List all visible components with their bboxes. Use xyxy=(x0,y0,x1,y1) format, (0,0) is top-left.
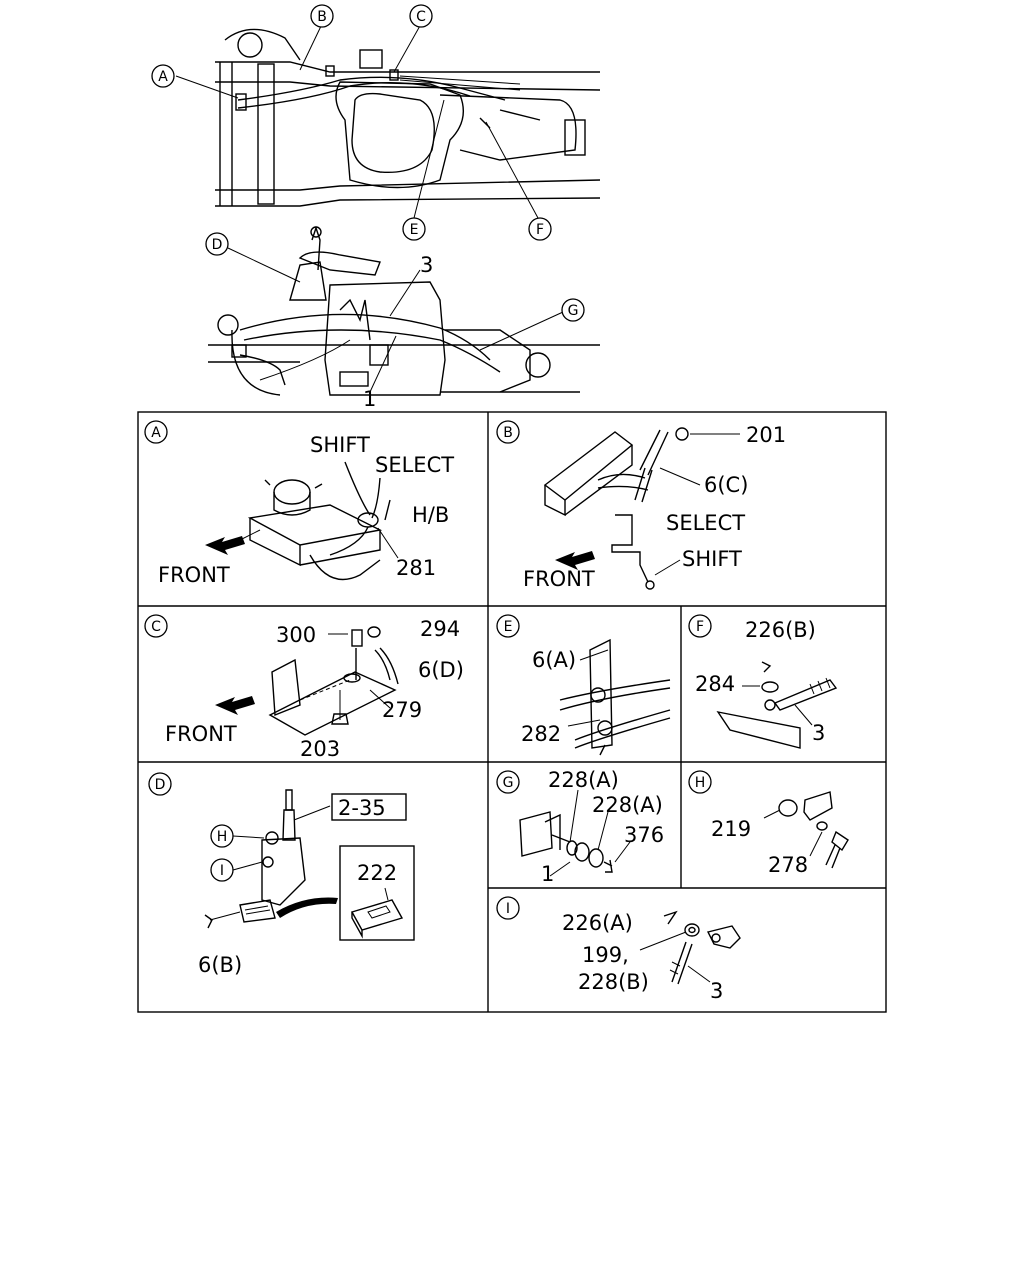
panel-D-part-222: 222 xyxy=(357,861,397,885)
panel-B-select-label: SELECT xyxy=(666,511,745,535)
overview-callout-A: A xyxy=(151,64,175,88)
panel-I-part-226A: 226(A) xyxy=(562,911,633,935)
panel-G-part-228A-2: 228(A) xyxy=(592,793,663,817)
panel-H-part-278: 278 xyxy=(768,853,808,877)
panel-A-shift-label: SHIFT xyxy=(310,433,370,457)
panel-D-callout-H: H xyxy=(217,829,228,845)
panel-F-part-284: 284 xyxy=(695,672,735,696)
panel-G-part-228A-1: 228(A) xyxy=(548,768,619,792)
panel-D-ref-2-35: 2-35 xyxy=(338,796,386,820)
chassis-overview xyxy=(175,23,601,219)
panel-D-part-6B: 6(B) xyxy=(198,953,242,977)
panel-C-part-300: 300 xyxy=(276,623,316,647)
svg-text:B: B xyxy=(317,9,327,25)
panel-C-part-6D: 6(D) xyxy=(418,658,464,682)
panel-I-letter: I xyxy=(506,901,510,917)
panel-F-letter: F xyxy=(696,619,704,635)
panel-B: B 201 6(C) SELECT SHIFT FRONT xyxy=(496,420,786,591)
panel-A-front-label: FRONT xyxy=(158,563,230,587)
panel-G: G 228(A) 228(A) 376 1 xyxy=(496,768,664,886)
panel-E-part-6A: 6(A) xyxy=(532,648,576,672)
panel-C-part-203: 203 xyxy=(300,737,340,761)
overview-callout-C: C xyxy=(409,4,433,28)
panel-A: A SHIFT SELECT H/B FRONT 281 xyxy=(144,420,454,587)
panel-C-part-294: 294 xyxy=(420,617,460,641)
panel-I: I 226(A) 199, 228(B) 3 xyxy=(496,896,741,1003)
panel-A-letter: A xyxy=(151,425,161,441)
panel-E-letter: E xyxy=(504,619,513,635)
svg-text:C: C xyxy=(416,9,426,25)
panel-A-hb-label: H/B xyxy=(412,503,449,527)
panel-E-part-282: 282 xyxy=(521,722,561,746)
panel-F-part-226B: 226(B) xyxy=(745,618,816,642)
panel-A-part-281: 281 xyxy=(396,556,436,580)
panel-D-letter: D xyxy=(155,777,166,793)
panel-D-callout-I: I xyxy=(220,863,224,879)
panel-I-part-199: 199, xyxy=(582,943,629,967)
svg-text:E: E xyxy=(410,222,419,238)
panel-B-letter: B xyxy=(503,425,513,441)
panel-C: C 300 294 6(D) 279 203 FRONT xyxy=(144,614,464,761)
panel-G-part-376: 376 xyxy=(624,823,664,847)
svg-text:F: F xyxy=(536,222,544,238)
overview-label-3: 3 xyxy=(420,253,433,277)
panel-B-part-6C: 6(C) xyxy=(704,473,748,497)
panel-B-front-label: FRONT xyxy=(523,567,595,591)
detail-grid xyxy=(137,411,887,1013)
overview-callout-F: F xyxy=(528,217,552,241)
panel-F-part-3: 3 xyxy=(812,721,825,745)
overview-callout-B: B xyxy=(310,4,334,28)
overview-callout-E: E xyxy=(402,217,426,241)
panel-H-letter: H xyxy=(695,775,706,791)
panel-F: F 226(B) 284 3 xyxy=(688,614,838,749)
overview-label-1: 1 xyxy=(363,387,376,411)
svg-text:G: G xyxy=(568,303,579,319)
panel-E: E 6(A) 282 xyxy=(496,614,671,756)
svg-text:A: A xyxy=(158,69,168,85)
side-view-overview xyxy=(208,225,600,396)
panel-B-shift-label: SHIFT xyxy=(682,547,742,571)
panel-C-part-279: 279 xyxy=(382,698,422,722)
panel-H-part-219: 219 xyxy=(711,817,751,841)
panel-A-select-label: SELECT xyxy=(375,453,454,477)
panel-H: H 219 278 xyxy=(688,770,849,877)
panel-C-letter: C xyxy=(151,619,161,635)
overview-callout-D: D xyxy=(205,232,229,256)
svg-text:D: D xyxy=(212,237,223,253)
panel-C-front-label: FRONT xyxy=(165,722,237,746)
panel-D: D 2-35 222 H I 6(B) xyxy=(148,772,415,977)
panel-I-part-228B: 228(B) xyxy=(578,970,649,994)
panel-G-letter: G xyxy=(503,775,514,791)
panel-I-part-3: 3 xyxy=(710,979,723,1003)
panel-G-part-1: 1 xyxy=(541,862,554,886)
panel-B-part-201: 201 xyxy=(746,423,786,447)
overview-callout-G: G xyxy=(561,298,585,322)
